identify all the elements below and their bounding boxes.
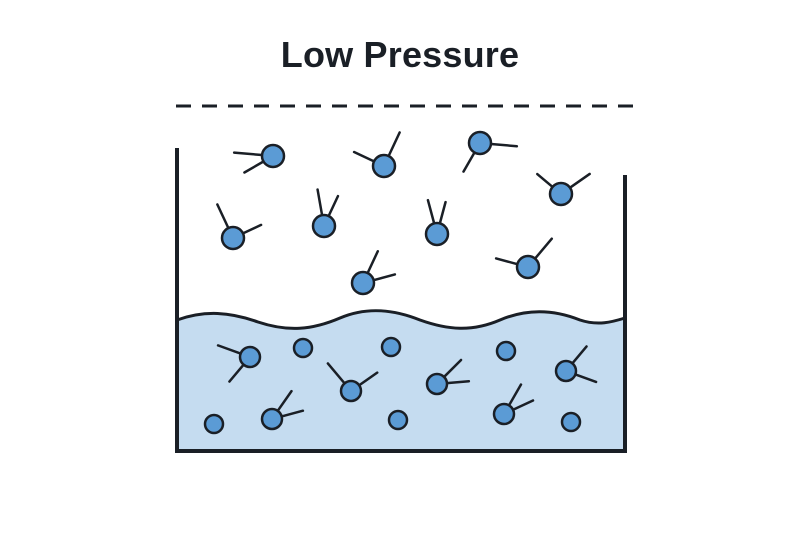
molecule [216,344,262,383]
molecule-tail [442,358,463,379]
molecule-head [260,143,286,169]
molecule-tail [536,172,554,189]
molecule [380,336,402,358]
molecule-tail [574,373,598,384]
molecule-tail [241,223,263,235]
molecule [292,337,314,359]
molecule-head [203,413,225,435]
molecule-head [350,270,376,296]
molecule-tail [276,389,293,413]
molecule-head [339,379,363,403]
molecule [494,237,554,280]
molecule-tail [462,151,476,173]
molecule [536,172,591,207]
molecule-head [424,221,450,247]
molecule-tail [568,172,591,189]
molecule-head [380,336,402,358]
molecule-head [238,345,262,369]
molecule-tail [216,344,242,355]
molecule [387,409,409,431]
molecule-tail [426,198,436,225]
molecule-tail [533,237,554,260]
diagram-title: Low Pressure [280,34,520,75]
molecule-head [220,225,246,251]
molecule [311,188,340,239]
molecule [495,340,517,362]
molecule-head [311,213,337,239]
molecule-tail [327,194,340,218]
molecule [492,383,535,426]
molecule [203,413,225,435]
molecule-tail [507,383,523,407]
molecule [260,389,305,431]
molecule-tail [445,379,471,385]
molecule-head [387,409,409,431]
molecule [216,203,263,251]
molecule-tail [366,250,380,275]
molecule-head [371,153,397,179]
container-walls [175,148,627,453]
molecule-head [292,337,314,359]
molecule-tail [232,151,264,157]
molecule [462,130,519,173]
molecule-head [425,372,449,396]
molecule-head [548,181,574,207]
gas-molecules [216,130,591,296]
molecule-tail [372,273,397,282]
molecule-head [560,411,582,433]
molecule-tail [228,363,245,383]
molecule-tail [216,203,230,230]
liquid-molecules [203,336,598,435]
molecule-head [515,254,541,280]
liquid-body [177,310,625,451]
molecule-tail [352,150,376,163]
molecule-head [260,407,284,431]
molecule-tail [438,200,447,225]
molecule-tail [571,345,588,365]
molecule-tail [387,131,401,158]
molecule-head [495,340,517,362]
molecule-tail [494,257,519,266]
molecule-tail [280,409,305,418]
molecule-head [467,130,493,156]
molecule [554,345,598,384]
molecule-head [554,359,578,383]
molecule [424,198,450,247]
molecule [232,143,286,174]
molecule-tail [511,399,535,412]
molecule-tail [243,160,265,174]
molecule-tail [316,188,324,217]
liquid-surface [176,309,626,330]
molecule-tail [489,142,519,148]
molecule [326,362,379,403]
molecule [560,411,582,433]
molecule [425,358,471,396]
molecule [350,250,397,296]
molecule-tail [326,362,346,385]
molecule-tail [357,371,379,387]
molecule [352,131,401,179]
molecule-head [492,402,516,426]
